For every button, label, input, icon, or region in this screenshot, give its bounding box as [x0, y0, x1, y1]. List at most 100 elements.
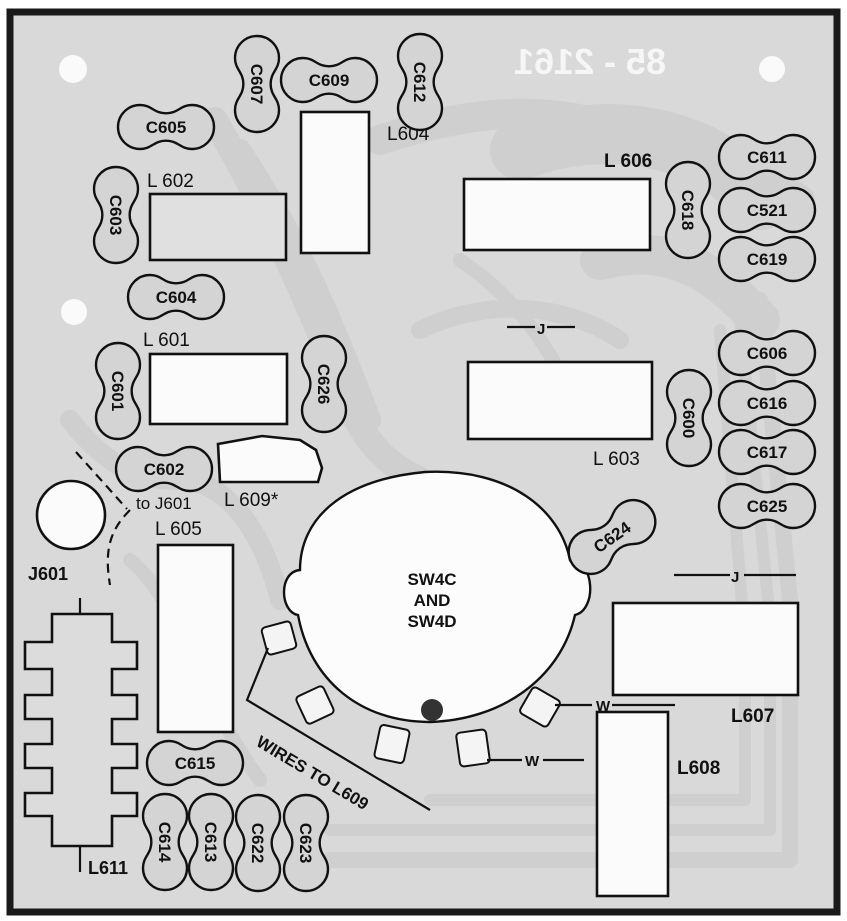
switch-lug — [260, 620, 298, 656]
capacitor-outline — [92, 165, 140, 265]
capacitor-C618[interactable]: C618 — [664, 160, 712, 260]
capacitor-outline — [234, 793, 282, 893]
capacitor-C617[interactable]: C617 — [717, 428, 817, 476]
capacitor-label: C613 — [201, 822, 220, 863]
coil-label-L601: L 601 — [143, 330, 190, 351]
capacitor-outline — [664, 160, 712, 260]
capacitor-C622[interactable]: C622 — [234, 793, 282, 893]
coil-L603[interactable] — [466, 360, 654, 441]
coil-L611[interactable] — [23, 612, 139, 848]
capacitor-label: C521 — [747, 201, 788, 220]
jack-label: J601 — [28, 564, 68, 584]
part-number-mirrored: 85 - 2161 — [514, 41, 666, 82]
board-frame — [6, 8, 841, 916]
capacitor-label: C616 — [747, 394, 788, 413]
capacitor-label: C602 — [144, 460, 185, 479]
switch-rivet — [421, 699, 443, 721]
mounting-hole — [759, 56, 785, 82]
capacitor-outline — [717, 482, 817, 530]
switch-lug — [373, 723, 411, 765]
switch-lug — [455, 728, 491, 768]
wire-marker-label: W — [525, 753, 540, 770]
jumper-marker-label: J — [537, 321, 545, 338]
coil-L606[interactable] — [462, 177, 652, 252]
capacitor-label: C605 — [146, 118, 187, 137]
capacitor-C606[interactable]: C606 — [717, 329, 817, 377]
capacitor-C521[interactable]: C521 — [717, 186, 817, 234]
coil-L609[interactable] — [216, 434, 324, 484]
capacitor-label: C600 — [679, 398, 698, 439]
capacitor-outline — [141, 792, 189, 892]
coil-L605[interactable] — [156, 543, 235, 734]
capacitor-outline — [717, 133, 817, 181]
capacitor-outline — [717, 379, 817, 427]
capacitor-C616[interactable]: C616 — [717, 379, 817, 427]
capacitor-label: C626 — [314, 364, 333, 405]
dashed-lead — [75, 451, 128, 510]
capacitor-C613[interactable]: C613 — [187, 792, 235, 892]
coil-L602[interactable] — [148, 192, 288, 262]
capacitor-outline — [567, 498, 657, 576]
coil-label-L609: L 609* — [224, 490, 279, 511]
capacitor-C623[interactable]: C623 — [282, 793, 330, 893]
capacitor-label: C609 — [309, 71, 350, 90]
capacitor-C626[interactable]: C626 — [300, 334, 348, 434]
capacitor-outline — [717, 235, 817, 283]
coil-L604[interactable] — [299, 110, 371, 255]
coil-L608[interactable] — [595, 710, 670, 898]
coil-L601[interactable] — [148, 352, 289, 426]
switch-label-line1: SW4C — [407, 570, 456, 589]
capacitor-C609[interactable]: C609 — [279, 56, 379, 104]
capacitor-C612[interactable]: C612 — [396, 32, 444, 132]
capacitor-outline — [282, 793, 330, 893]
switch-label-line2: AND — [414, 591, 451, 610]
switch-label-line3: SW4D — [407, 612, 456, 631]
capacitor-C600[interactable]: C600 — [665, 368, 713, 468]
jumper-marker-label: J — [731, 569, 739, 586]
mounting-hole — [59, 55, 87, 83]
capacitor-C601[interactable]: C601 — [94, 341, 142, 441]
coil-label-L608: L608 — [677, 758, 720, 779]
capacitor-C625[interactable]: C625 — [717, 482, 817, 530]
coil-label-L602: L 602 — [147, 171, 194, 192]
coil-label-L605: L 605 — [155, 519, 202, 540]
coil-L607[interactable] — [611, 601, 800, 697]
capacitor-outline — [187, 792, 235, 892]
capacitor-label: C615 — [175, 754, 216, 773]
capacitor-outline — [116, 103, 216, 151]
capacitor-C605[interactable]: C605 — [116, 103, 216, 151]
capacitor-C604[interactable]: C604 — [126, 273, 226, 321]
coil-label-L603: L 603 — [593, 449, 640, 470]
capacitor-outline — [665, 368, 713, 468]
capacitor-label: C617 — [747, 443, 788, 462]
capacitor-outline — [145, 739, 245, 787]
capacitor-label: C603 — [106, 195, 125, 236]
capacitor-C611[interactable]: C611 — [717, 133, 817, 181]
capacitor-label: C601 — [108, 371, 127, 412]
switch-lug — [295, 685, 335, 725]
capacitor-label: C606 — [747, 344, 788, 363]
capacitor-outline — [300, 334, 348, 434]
coil-label-L611: L611 — [88, 858, 128, 878]
switch-lug — [519, 686, 561, 728]
capacitor-outline — [233, 34, 281, 134]
jack-J601[interactable] — [35, 479, 107, 551]
capacitor-C603[interactable]: C603 — [92, 165, 140, 265]
capacitor-label: C612 — [410, 62, 429, 103]
mounting-holes — [59, 55, 785, 325]
to-jack-label: to J601 — [136, 494, 192, 513]
capacitor-outline — [396, 32, 444, 132]
capacitor-C615[interactable]: C615 — [145, 739, 245, 787]
dashed-lead — [106, 509, 131, 586]
mounting-hole — [61, 299, 87, 325]
capacitor-C602[interactable]: C602 — [114, 445, 214, 493]
capacitor-label: C619 — [747, 250, 788, 269]
capacitor-C619[interactable]: C619 — [717, 235, 817, 283]
capacitor-outline — [717, 329, 817, 377]
capacitor-C607[interactable]: C607 — [233, 34, 281, 134]
coils — [148, 110, 800, 898]
wire-marker-label: W — [596, 698, 611, 715]
capacitor-label: C604 — [156, 288, 197, 307]
capacitor-C614[interactable]: C614 — [141, 792, 189, 892]
